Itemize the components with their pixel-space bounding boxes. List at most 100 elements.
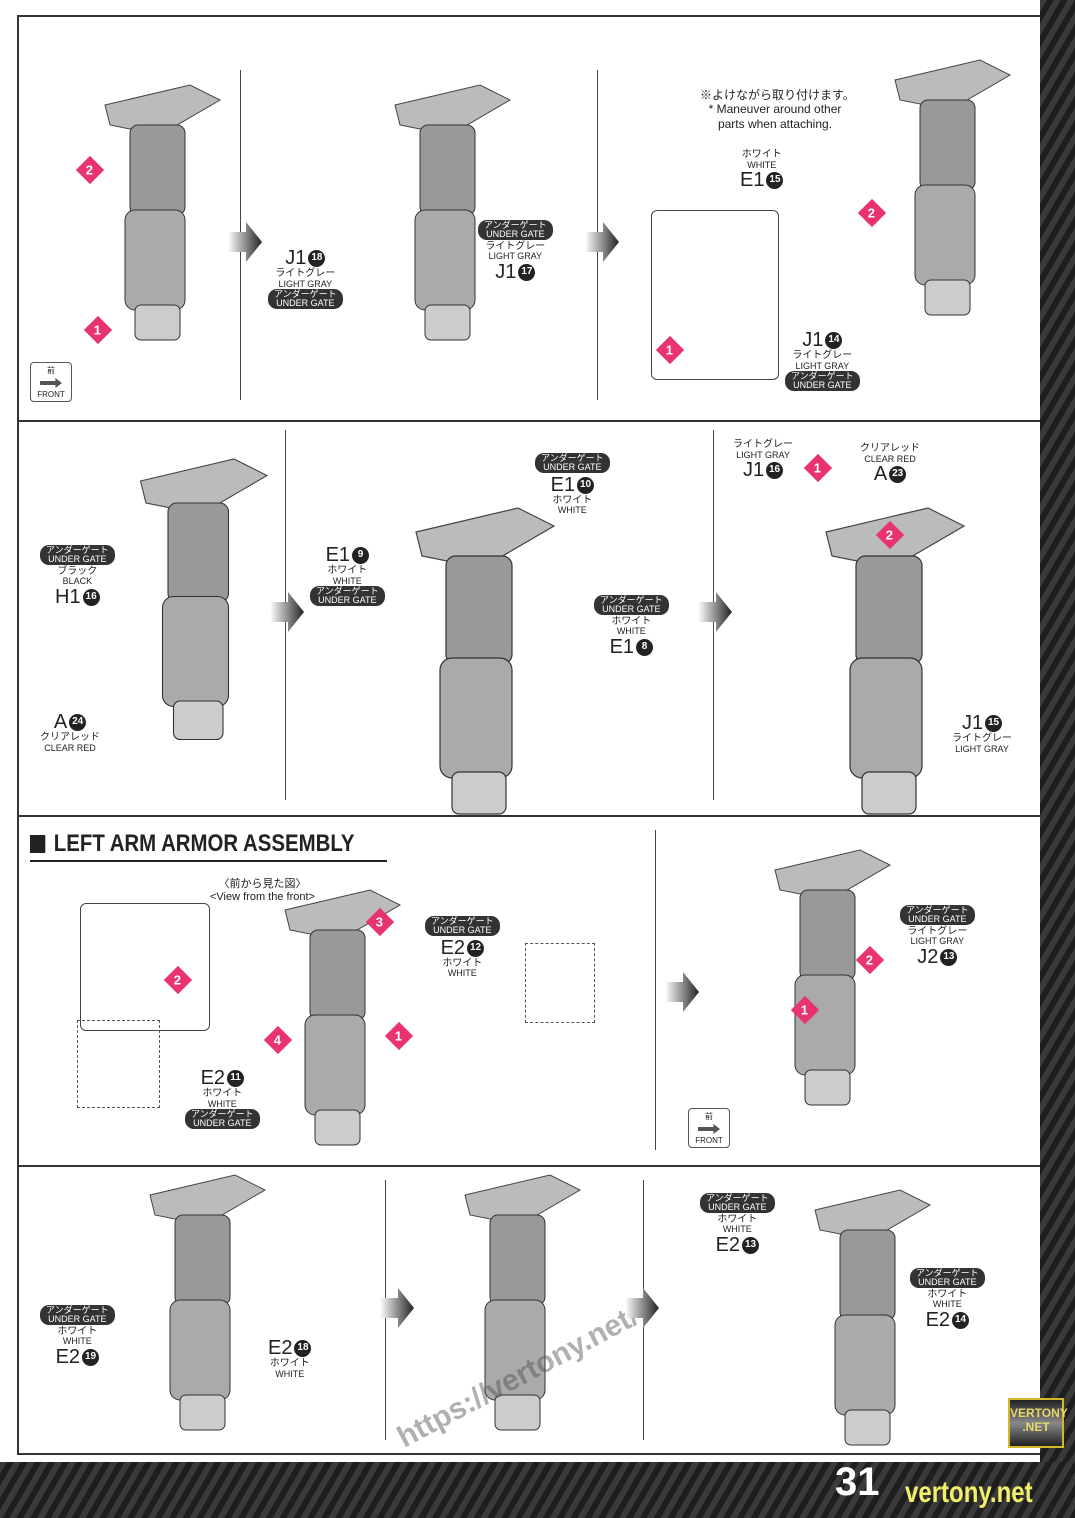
arm-part-illustration [415,507,556,815]
note-jp: ※よけながら取り付けます。 [700,88,855,102]
view-label: 〈前から見た図〉 <View from the front> [210,878,315,904]
step-number: 2 [174,972,182,988]
next-step-arrow-icon [270,592,304,632]
row-divider [17,1165,1040,1167]
vertony-badge: VERTONY.NET [1008,1398,1068,1448]
arm-part-illustration [894,59,1012,316]
arm-part-illustration [104,84,222,341]
part-index-circle: 18 [294,1340,312,1357]
color-name-jp: ライトグレー [275,268,336,279]
under-gate-jp: アンダーゲート [541,453,604,463]
color-name-jp: ライトグレー [485,240,546,252]
part-runner-code: E2 [925,1308,951,1331]
part-index-circle: 19 [82,1348,100,1366]
color-name-en: WHITE [932,1299,962,1310]
under-gate-en: UNDER GATE [48,554,107,564]
under-gate-en: UNDER GATE [318,594,377,605]
arm-part-illustration [149,1174,267,1431]
under-gate-en: UNDER GATE [276,297,335,308]
color-name-en: LIGHT GRAY [910,936,965,947]
color-name-en: CLEAR RED [44,742,96,753]
color-name-jp: ホワイト [611,615,652,627]
arm-part-illustration [284,889,402,1146]
color-name-en: WHITE [557,505,587,516]
front-badge-jp: 前 [705,1112,713,1121]
under-gate-jp: アンダーゲート [316,585,379,596]
part-runner-code: E2 [55,1345,81,1368]
section-title-text: LEFT ARM ARMOR ASSEMBLY [53,830,355,857]
next-step-arrow-icon [228,222,262,262]
step-number: 1 [94,322,102,338]
part-index-circle: 13 [940,948,958,966]
step-number: 1 [814,460,822,476]
color-name-en: LIGHT GRAY [488,251,543,262]
part-runner-code: J1 [742,458,765,481]
under-gate-en: UNDER GATE [48,1314,107,1324]
color-name-jp: ホワイト [552,494,593,506]
color-name-jp: ホワイト [741,149,782,160]
step-number: 2 [886,527,894,543]
part-index-circle: 15 [985,715,1003,732]
part-index-circle: 13 [742,1236,760,1254]
under-gate-jp: アンダーゲート [906,905,969,915]
part-index-circle: 8 [636,638,654,656]
under-gate-jp: アンダーゲート [46,545,109,555]
front-arrow-icon [698,1124,720,1134]
color-name-jp: クリアレッド [40,732,100,743]
part-runner-code: E1 [550,473,576,496]
under-gate-en: UNDER GATE [543,462,602,472]
step-number: 2 [868,205,876,221]
under-gate-jp: アンダーゲート [484,220,547,230]
color-name-en: WHITE [747,159,777,170]
part-runner-code: H1 [55,585,81,608]
under-gate-en: UNDER GATE [908,914,967,924]
page-footer-stripe [0,1462,1075,1518]
front-badge-en: FRONT [695,1136,723,1145]
color-name-en: WHITE [62,1336,92,1347]
under-gate-en: UNDER GATE [486,229,545,239]
part-runner-code: A [53,711,68,733]
part-index-circle: 11 [227,1070,245,1087]
color-name-en: WHITE [332,575,362,586]
part-runner-code: E2 [440,936,466,959]
title-underline [30,860,387,862]
under-gate-jp: アンダーゲート [706,1193,769,1203]
step-number: 1 [801,1002,809,1018]
under-gate-jp: アンダーゲート [431,916,494,926]
next-step-arrow-icon [380,1288,414,1328]
arm-part-illustration [139,458,269,741]
next-step-arrow-icon [698,592,732,632]
arm-part-illustration [774,849,892,1106]
part-runner-code: J1 [495,260,517,283]
step-number: 1 [666,342,674,358]
